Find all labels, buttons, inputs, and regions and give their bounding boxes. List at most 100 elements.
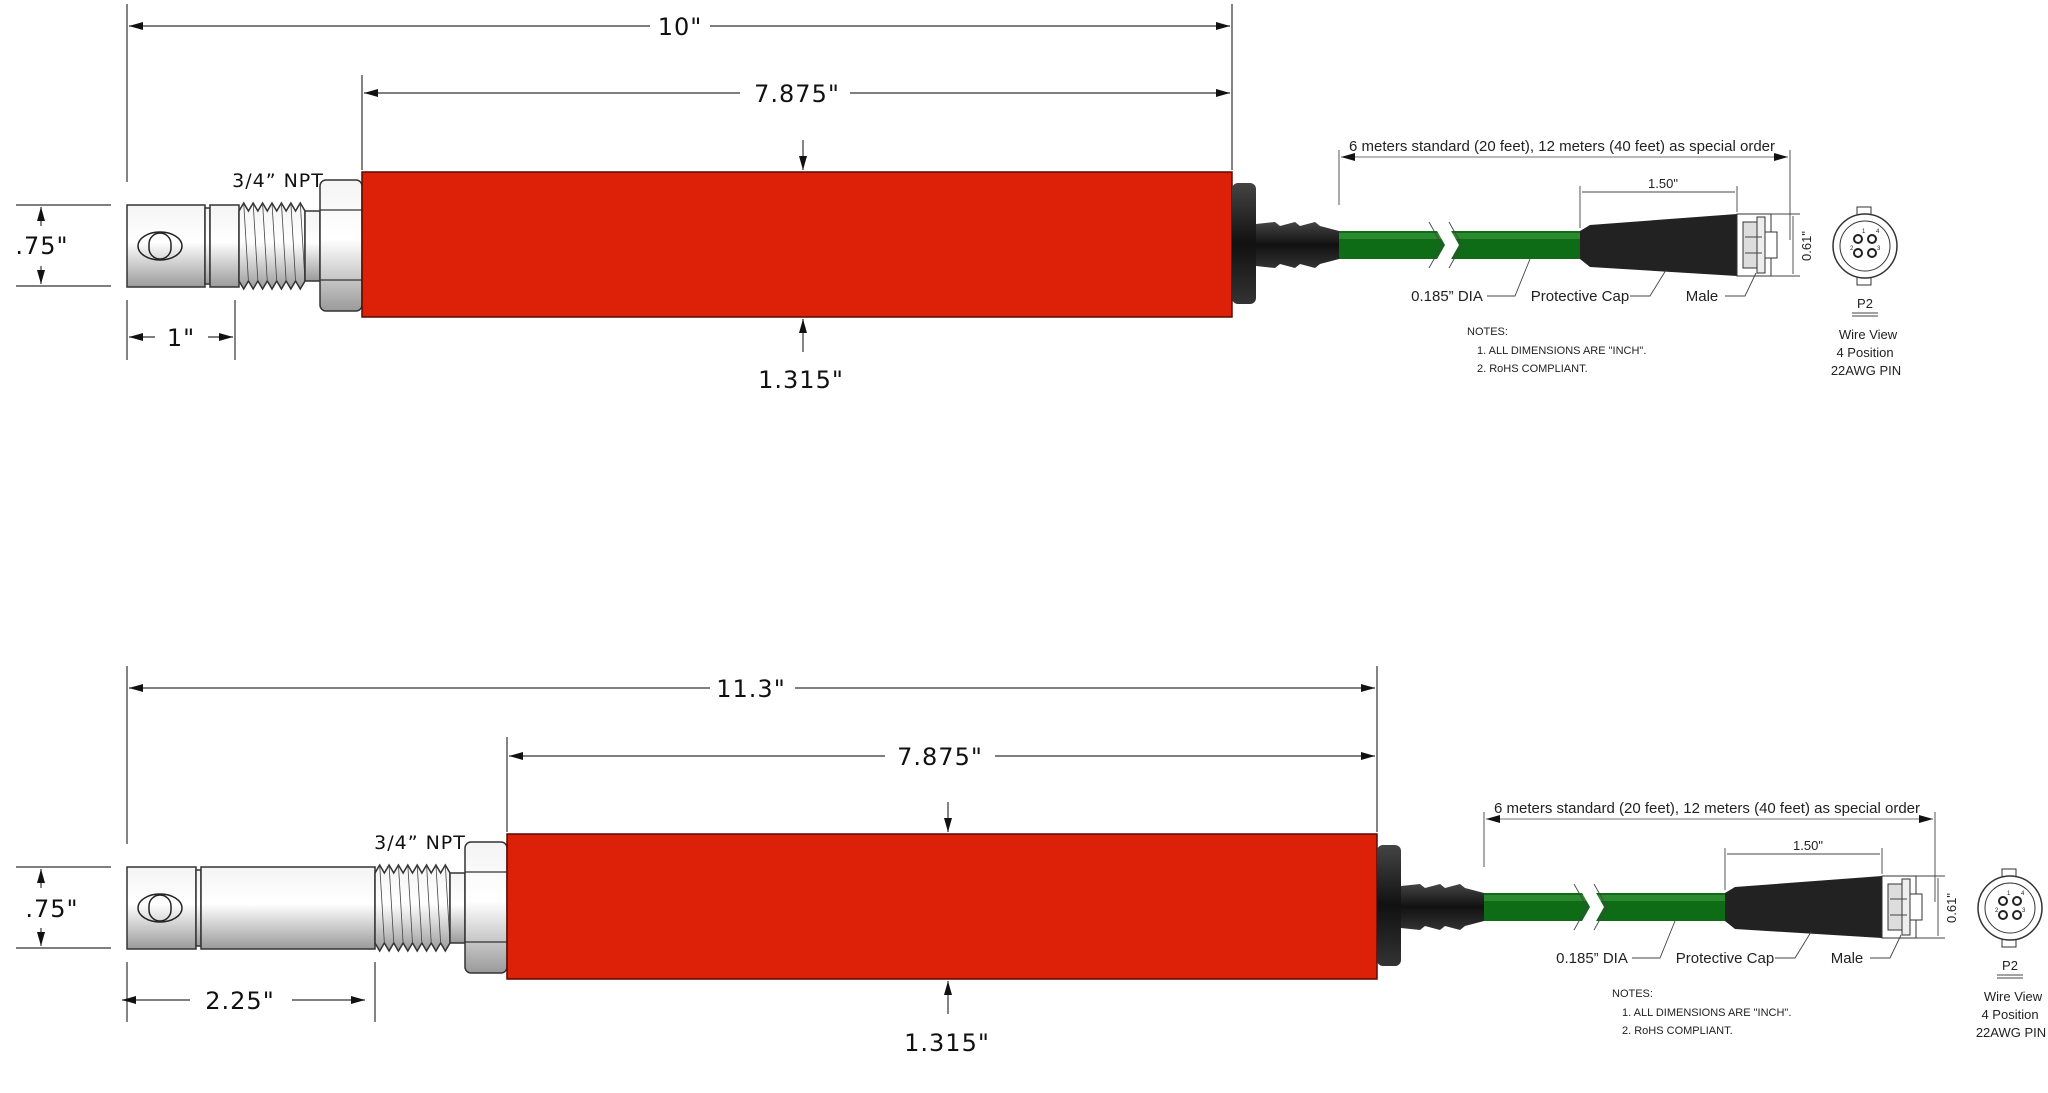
pin bbox=[1867, 248, 1877, 258]
male-label: Male bbox=[1831, 950, 1864, 967]
thread-line bbox=[299, 202, 306, 282]
thread-line bbox=[398, 864, 404, 944]
cable-highlight bbox=[1339, 233, 1580, 239]
cable-dia-label: 0.185” DIA bbox=[1411, 288, 1483, 305]
thread-line bbox=[290, 202, 296, 282]
probe-tip-body bbox=[126, 204, 206, 288]
cable-length-note: 6 meters standard (20 feet), 12 meters (… bbox=[1494, 800, 1920, 817]
pin-label: 22AWG PIN bbox=[1831, 363, 1901, 378]
tip-hole-icon bbox=[137, 231, 183, 261]
pin bbox=[1998, 896, 2008, 906]
body-diameter-label: 1.315" bbox=[904, 1029, 990, 1057]
tip-length-label: 1" bbox=[167, 324, 195, 352]
protective-cap-boot bbox=[1725, 876, 1882, 938]
connector-diameter-label: 0.61" bbox=[1799, 231, 1814, 261]
pin bbox=[1998, 910, 2008, 920]
pin-number: 2 bbox=[1995, 908, 1999, 914]
drawing-top: 10" 7.875" .75" 1" 3/4” NPT 1.315" bbox=[15, 4, 1233, 394]
leader-line bbox=[1870, 934, 1902, 959]
thread-line bbox=[379, 864, 385, 944]
thread-line bbox=[388, 864, 395, 944]
tip-length-label: 2.25" bbox=[205, 987, 274, 1015]
probe-neck bbox=[304, 210, 321, 282]
notes-title: NOTES: bbox=[1467, 326, 1508, 338]
pin bbox=[2012, 896, 2022, 906]
leader-line bbox=[1632, 920, 1676, 959]
thread-line bbox=[444, 864, 451, 944]
thread-line bbox=[435, 864, 442, 944]
pin-number: 3 bbox=[2022, 908, 2026, 914]
pin-number: 4 bbox=[2021, 891, 2025, 897]
overall-length-label: 10" bbox=[658, 13, 703, 41]
probe-shaft bbox=[209, 204, 240, 288]
protective-cap-label: Protective Cap bbox=[1676, 950, 1774, 967]
cable-gland bbox=[1401, 884, 1484, 930]
wire-view-label: Wire View bbox=[1984, 989, 2043, 1004]
body-cable-assembly: 6 meters standard (20 feet), 12 meters (… bbox=[361, 138, 1901, 378]
leader-line bbox=[1725, 272, 1757, 297]
thread-line bbox=[416, 864, 423, 944]
pin bbox=[1867, 234, 1877, 244]
body-diameter-label: 1.315" bbox=[758, 366, 844, 394]
male-connector bbox=[1881, 875, 1923, 939]
cable-gland bbox=[1256, 222, 1339, 268]
notes-title: NOTES: bbox=[1612, 988, 1653, 1000]
tip-hole-icon bbox=[148, 232, 172, 260]
sensor-body bbox=[506, 833, 1378, 980]
pin-number: 4 bbox=[1876, 229, 1880, 235]
male-connector bbox=[1736, 213, 1778, 277]
connector-diameter-label: 0.61" bbox=[1944, 893, 1959, 923]
pin-label: 22AWG PIN bbox=[1976, 1025, 2046, 1040]
boot-length-label: 1.50" bbox=[1793, 838, 1823, 853]
boot-length-label: 1.50" bbox=[1648, 176, 1678, 191]
pin-number: 1 bbox=[2007, 891, 2011, 897]
tip-hole-icon bbox=[148, 894, 172, 922]
thread-label: 3/4” NPT bbox=[232, 170, 324, 192]
connector-name: P2 bbox=[2002, 958, 2018, 973]
cable-highlight bbox=[1484, 895, 1725, 901]
connector-face-view: 1 4 2 3 bbox=[1977, 868, 2043, 948]
pin-number: 1 bbox=[1862, 229, 1866, 235]
leader-line bbox=[1630, 269, 1667, 297]
probe-shaft bbox=[200, 866, 376, 950]
end-cap bbox=[1377, 845, 1401, 966]
probe-tip bbox=[126, 179, 363, 312]
body-length-label: 7.875" bbox=[754, 80, 840, 108]
male-label: Male bbox=[1686, 288, 1719, 305]
positions-label: 4 Position bbox=[1981, 1007, 2038, 1022]
end-cap bbox=[1232, 183, 1256, 304]
leader-line bbox=[1487, 258, 1531, 297]
overall-length-label: 11.3" bbox=[716, 675, 785, 703]
body-length-label: 7.875" bbox=[897, 743, 983, 771]
thread-label: 3/4” NPT bbox=[374, 832, 466, 854]
thread-line bbox=[252, 202, 259, 282]
protective-cap-boot bbox=[1580, 214, 1737, 276]
cable-break-line bbox=[1428, 221, 1463, 269]
thread-line bbox=[426, 864, 432, 944]
cable-break-line bbox=[1573, 883, 1608, 931]
pin bbox=[1853, 234, 1863, 244]
probe-tip bbox=[126, 841, 508, 974]
connector-name: P2 bbox=[1857, 296, 1873, 311]
connector-face-view: 1 4 2 3 bbox=[1832, 206, 1898, 286]
probe-neck bbox=[449, 872, 466, 944]
note-1: 1. ALL DIMENSIONS ARE "INCH". bbox=[1622, 1007, 1791, 1019]
cable-break bbox=[1432, 222, 1459, 268]
cable-dia-label: 0.185” DIA bbox=[1556, 950, 1628, 967]
tip-diameter-label: .75" bbox=[25, 895, 78, 923]
note-2: 2. RoHS COMPLIANT. bbox=[1477, 363, 1588, 375]
pin bbox=[2012, 910, 2022, 920]
body-cable-assembly: 6 meters standard (20 feet), 12 meters (… bbox=[506, 800, 2046, 1040]
note-2: 2. RoHS COMPLIANT. bbox=[1622, 1025, 1733, 1037]
pin-number: 3 bbox=[1877, 246, 1881, 252]
drawing-bottom: 11.3" 7.875" .75" 2.25" 3/4” NPT 1.315" bbox=[16, 666, 1378, 1057]
hex-nut bbox=[464, 841, 508, 974]
pin bbox=[1853, 248, 1863, 258]
wire-view-label: Wire View bbox=[1839, 327, 1898, 342]
protective-cap-label: Protective Cap bbox=[1531, 288, 1629, 305]
thread-line bbox=[243, 202, 249, 282]
thread-line bbox=[262, 202, 268, 282]
thread-line bbox=[407, 864, 413, 944]
pin-number: 2 bbox=[1850, 246, 1854, 252]
